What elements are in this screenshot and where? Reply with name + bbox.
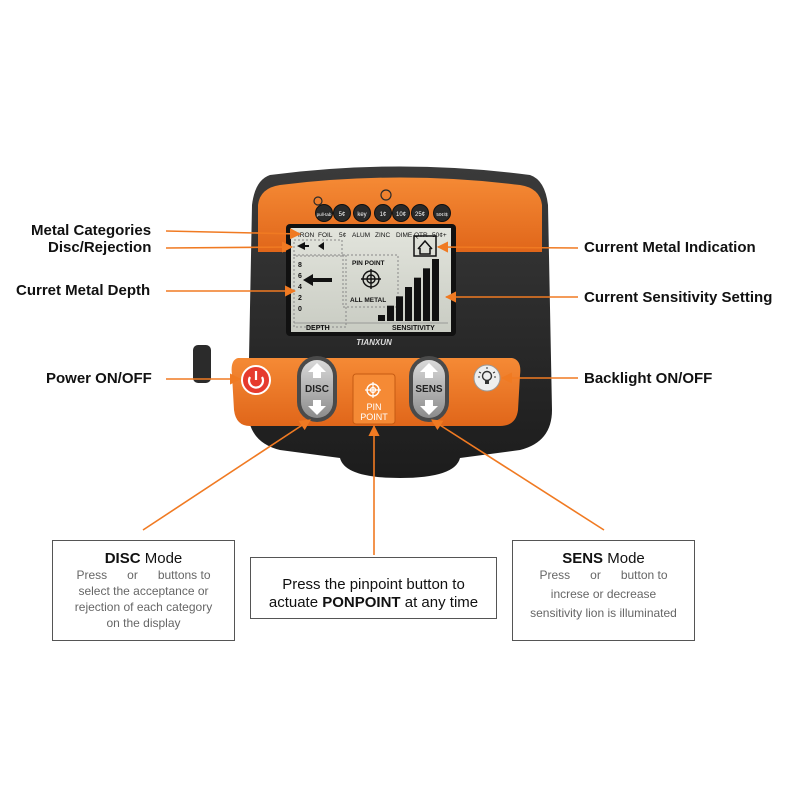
disc-rocker-button[interactable] <box>297 356 337 422</box>
sensitivity-bar <box>396 296 403 321</box>
category-label: FOIL <box>318 232 333 239</box>
pinpoint-box: Press the pinpoint button to actuate PON… <box>250 557 497 619</box>
coin-icons: pull-tab 5¢ key 1¢ 10¢ 25¢ 50¢/$ <box>313 189 451 222</box>
label-backlight: Backlight ON/OFF <box>584 370 713 387</box>
arrow-up-icon <box>420 363 438 378</box>
arrow-down-icon <box>308 400 326 415</box>
category-label: DIME <box>396 232 413 239</box>
svg-text:25¢: 25¢ <box>415 212 425 218</box>
svg-text:5¢: 5¢ <box>339 212 346 218</box>
backlight-button[interactable] <box>473 364 501 392</box>
depth-tick-label: 2 <box>298 295 302 302</box>
arrow-current-metal <box>436 241 579 253</box>
ring-icon <box>380 189 392 201</box>
label-power: Power ON/OFF <box>46 370 152 387</box>
sens-mode-title: SENS Mode <box>562 550 645 567</box>
label-disc-rejection: Disc/Rejection <box>48 239 152 256</box>
arrow-disc-rejection <box>165 241 294 253</box>
category-label: ZINC <box>375 232 390 239</box>
sensitivity-bar <box>405 287 412 321</box>
svg-text:key: key <box>357 212 366 218</box>
sensitivity-bar <box>414 277 421 321</box>
pinpoint-button-label-line1: PIN <box>366 402 381 412</box>
sensitivity-bar <box>423 268 430 321</box>
sensitivity-bar <box>387 305 394 321</box>
power-button[interactable] <box>241 365 271 395</box>
category-label: 5¢ <box>339 232 347 239</box>
arrow-up-icon <box>308 363 326 378</box>
disc-region <box>293 239 343 257</box>
pinpoint-line-1: Press the pinpoint button to <box>282 576 465 593</box>
category-label: 50¢+ <box>432 232 447 239</box>
arrow-disc-mode <box>142 419 311 531</box>
depth-arrow-icon <box>303 274 332 286</box>
pinpoint-button[interactable] <box>352 373 396 425</box>
disc-mode-box: DISC Mode Press or buttons to select the… <box>52 540 235 641</box>
coin-icon: 5¢ <box>333 204 351 222</box>
sens-mode-line-2: increse or decrease <box>550 587 657 601</box>
sens-mode-line-1: Press or button to <box>539 568 668 582</box>
depth-tick-label: 6 <box>298 273 302 280</box>
coin-icon: pull-tab <box>315 204 333 222</box>
coin-icon: 50¢/$ <box>433 204 451 222</box>
disc-mode-line-3: rejection of each category <box>74 600 213 614</box>
sensitivity-label: SENSITIVITY <box>392 325 435 332</box>
label-metal-depth: Curret Metal Depth <box>16 282 151 299</box>
sensitivity-bar <box>432 259 439 321</box>
svg-text:1¢: 1¢ <box>380 212 387 218</box>
arrow-metal-categories <box>165 228 302 240</box>
disc-mode-line-1: Press or buttons to <box>76 568 211 582</box>
arrow-sens-mode <box>431 419 605 531</box>
depth-label: DEPTH <box>306 325 330 332</box>
disc-button-label: DISC <box>305 384 329 395</box>
depth-tick-label: 8 <box>298 262 302 269</box>
sensitivity-bars <box>378 259 439 321</box>
pinpoint-button-label-line2: POINT <box>360 412 388 422</box>
disc-mode-line-2: select the acceptance or <box>78 584 209 598</box>
coin-icon: 10¢ <box>392 204 410 222</box>
svg-text:pull-tab: pull-tab <box>317 212 332 217</box>
brand-logo: TIANXUN <box>356 338 392 347</box>
coin-icon: 25¢ <box>411 204 429 222</box>
sens-rocker-button[interactable] <box>409 356 449 422</box>
label-metal-categories: Metal Categories <box>31 222 152 239</box>
label-current-metal: Current Metal Indication <box>584 239 756 256</box>
svg-text:50¢/$: 50¢/$ <box>436 212 448 217</box>
coin-icon: key <box>353 204 371 222</box>
pinpoint-line-2: actuate PONPOINT at any time <box>268 594 479 611</box>
svg-text:10¢: 10¢ <box>396 212 406 218</box>
label-sensitivity-setting: Current Sensitivity Setting <box>584 289 773 306</box>
depth-tick-label: 4 <box>298 284 302 291</box>
callout-arrows <box>142 228 605 555</box>
sens-button-label: SENS <box>415 384 443 395</box>
sens-mode-line-3: sensitivity lion is illuminated <box>530 606 677 620</box>
mode-region <box>342 254 399 308</box>
depth-scale: 8 6 4 2 0 <box>298 262 302 313</box>
disc-arrows-icon <box>297 242 324 250</box>
ring-icon <box>313 196 323 206</box>
category-label: ALUM <box>352 232 370 239</box>
current-metal-home-icon <box>413 235 437 257</box>
pinpoint-screen-label: PIN POINT <box>352 260 385 267</box>
arrow-down-icon <box>420 400 438 415</box>
target-icon <box>361 269 381 289</box>
category-label: IRON <box>298 232 315 239</box>
sensitivity-bar <box>378 315 385 321</box>
coin-icon: 1¢ <box>374 204 392 222</box>
all-metal-label: ALL METAL <box>350 297 386 304</box>
sens-mode-box: SENS Mode Press or button to increse or … <box>512 540 695 641</box>
depth-tick-label: 0 <box>298 306 302 313</box>
side-knob[interactable] <box>193 345 211 383</box>
disc-mode-title: DISC Mode <box>104 550 183 567</box>
disc-mode-line-4: on the display <box>106 616 181 630</box>
